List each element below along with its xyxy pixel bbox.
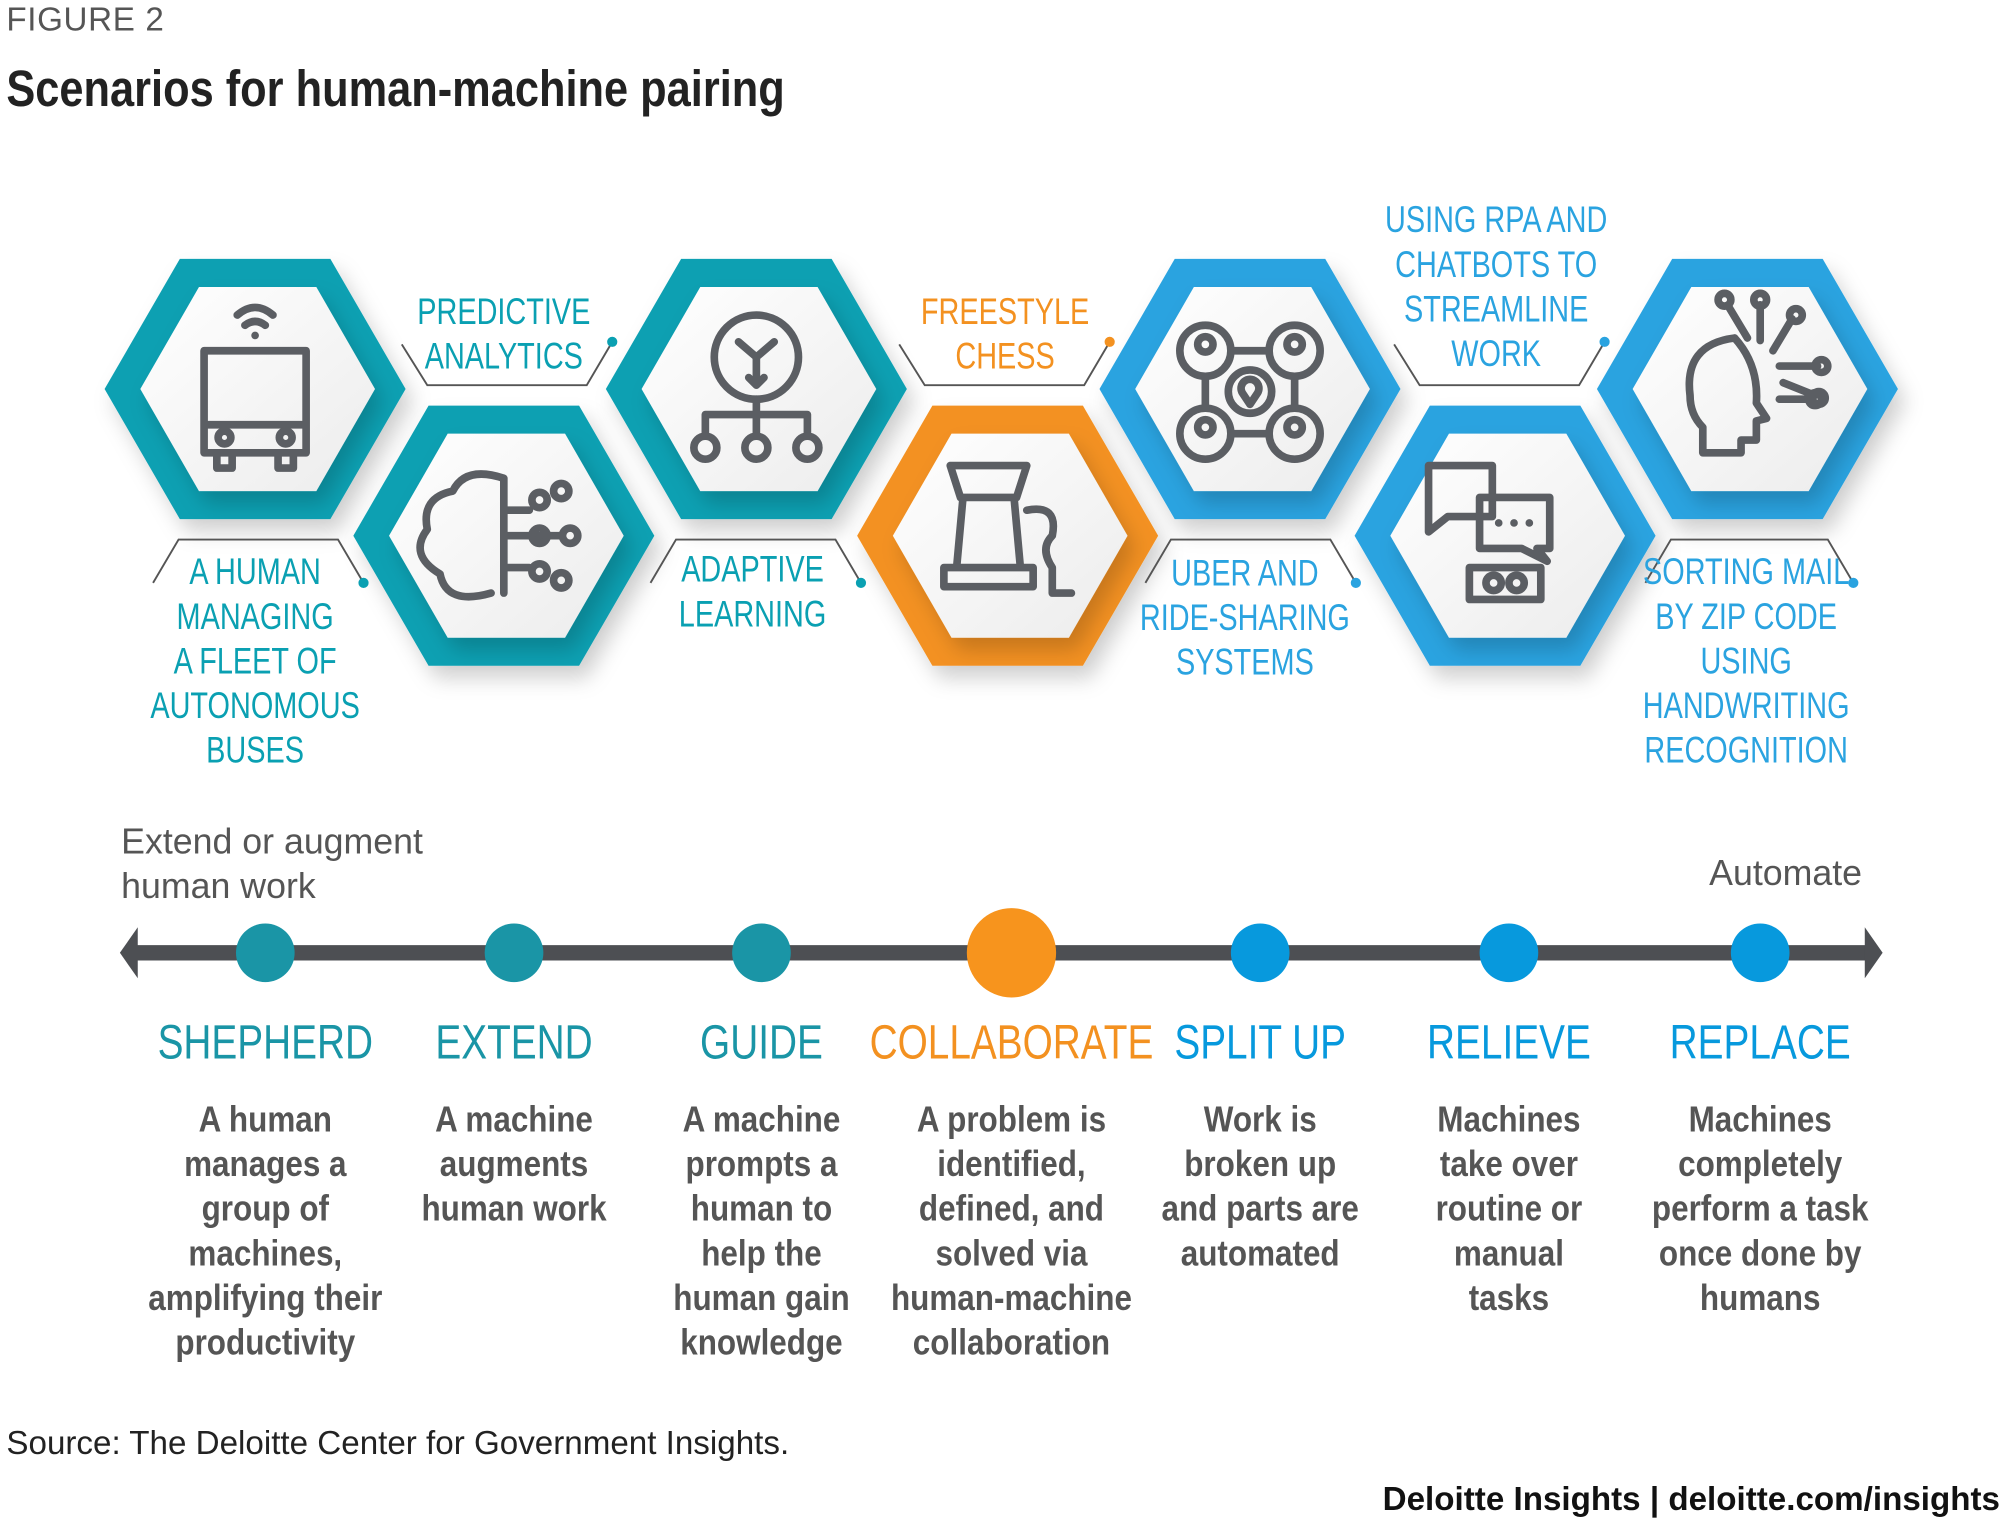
example-label: PREDICTIVE ANALYTICS — [417, 292, 591, 378]
label-bracket — [649, 538, 862, 584]
ai-head-icon — [1685, 289, 1832, 457]
source-note: Source: The Deloitte Center for Governme… — [6, 1423, 790, 1462]
label-bracket — [400, 341, 614, 387]
step-description: Work is broken up and parts are automate… — [1161, 1099, 1359, 1273]
bracket-dot — [1104, 336, 1115, 347]
figure-label: FIGURE 2 — [6, 0, 165, 39]
label-bracket — [1644, 538, 1855, 584]
timeline-node-relieve — [1479, 923, 1539, 983]
example-label: A HUMAN MANAGING A FLEET OF AUTONOMOUS B… — [150, 552, 360, 772]
arrow-right-icon — [1864, 927, 1883, 979]
bracket-dot — [358, 577, 369, 589]
hexagon-7 — [1596, 258, 1898, 520]
example-label: ADAPTIVE LEARNING — [678, 549, 827, 636]
axis-right-label: Automate — [1709, 853, 1863, 893]
step-name: GUIDE — [700, 1016, 823, 1071]
hexagon-2 — [353, 405, 655, 666]
example-label: USING RPA AND CHATBOTS TO STREAMLINE WOR… — [1384, 200, 1608, 375]
timeline-node-split-up — [1230, 923, 1290, 983]
people-location-network-icon — [1176, 321, 1324, 464]
label-bracket — [152, 538, 365, 584]
hexagon-4 — [857, 405, 1159, 666]
step-description: A human manages a group of machines, amp… — [148, 1099, 383, 1363]
example-label: SORTING MAIL BY ZIP CODE USING HANDWRITI… — [1642, 552, 1850, 772]
timeline-node-guide — [732, 923, 791, 983]
bracket-dot — [607, 336, 618, 347]
label-bracket — [1144, 538, 1357, 584]
autonomous-bus-icon — [200, 303, 310, 472]
step-name: RELIEVE — [1427, 1016, 1591, 1071]
branching-network-icon — [690, 311, 823, 464]
step-name: REPLACE — [1669, 1016, 1851, 1071]
timeline-node-replace — [1730, 923, 1790, 983]
step-name: COLLABORATE — [869, 1016, 1154, 1071]
bracket-dot — [1599, 336, 1610, 347]
step-description: Machines completely perform a task once … — [1651, 1099, 1869, 1318]
step-description: A problem is identified, defined, and so… — [890, 1099, 1132, 1363]
step-description: A machine prompts a human to help the hu… — [673, 1099, 850, 1363]
arrow-left-icon — [119, 927, 138, 979]
timeline-node-extend — [484, 923, 544, 983]
page-title: Scenarios for human-machine pairing — [6, 61, 785, 118]
step-description: Machines take over routine or manual tas… — [1435, 1099, 1583, 1318]
brain-circuit-icon — [416, 470, 582, 601]
step-name: SPLIT UP — [1174, 1016, 1347, 1071]
step-name: EXTEND — [435, 1016, 593, 1071]
label-bracket — [898, 341, 1111, 387]
step-name: SHEPHERD — [157, 1016, 374, 1071]
credit-line: Deloitte Insights | deloitte.com/insight… — [1382, 1479, 2000, 1518]
timeline-node-shepherd — [235, 923, 295, 983]
axis-left-label: Extend or augment human work — [121, 821, 423, 906]
hexagon-3 — [605, 258, 907, 520]
chess-pieces-icon — [940, 461, 1076, 597]
label-bracket — [1393, 341, 1606, 387]
bracket-dot — [1350, 577, 1361, 589]
example-label: UBER AND RIDE-SHARING SYSTEMS — [1139, 553, 1350, 684]
step-description: A machine augments human work — [421, 1099, 607, 1229]
bracket-dot — [855, 577, 867, 589]
hexagon-5 — [1099, 258, 1401, 520]
hexagon-6 — [1354, 405, 1656, 666]
bracket-dot — [1848, 577, 1859, 589]
chatbot-icon — [1424, 461, 1554, 604]
timeline-node-collaborate — [966, 908, 1057, 998]
example-label: FREESTYLE CHESS — [920, 292, 1090, 378]
hexagon-1 — [104, 258, 406, 520]
